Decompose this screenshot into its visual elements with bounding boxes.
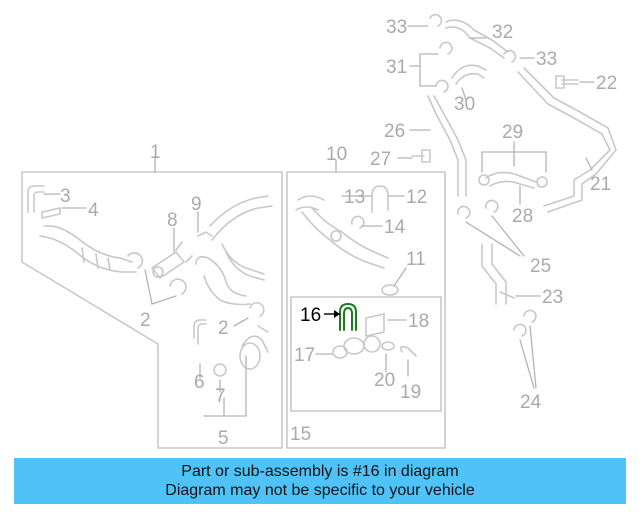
part-21-pipe (517, 67, 617, 213)
callout-33-right: 33 (536, 49, 557, 70)
leader-lines (43, 25, 595, 417)
part-27-bolt (411, 149, 431, 163)
callout-9: 9 (191, 194, 202, 215)
part-2-clamp-a (127, 252, 144, 269)
part-18-valve (363, 313, 385, 353)
part-33-clamp-a (429, 13, 443, 27)
callout-14: 14 (384, 217, 406, 238)
part-23-hose (481, 243, 515, 305)
callout-7: 7 (215, 386, 226, 407)
part-6-hose (193, 319, 207, 345)
callout-1: 1 (150, 142, 161, 163)
part-3-hose (27, 185, 45, 213)
callout-15: 15 (290, 424, 311, 445)
callout-10: 10 (326, 144, 347, 165)
callout-22: 22 (596, 73, 617, 94)
callout-24: 24 (520, 392, 542, 413)
callout-32: 32 (492, 22, 513, 43)
callout-13: 13 (344, 187, 365, 208)
callout-2-left: 2 (140, 310, 151, 331)
callout-33-top: 33 (386, 17, 407, 38)
part-11-oring (381, 284, 399, 296)
callout-23: 23 (542, 287, 563, 308)
callout-2-mid: 2 (218, 318, 229, 339)
part-2-clamp-b (169, 278, 187, 295)
callout-11: 11 (406, 249, 426, 270)
group-frame-1 (21, 171, 283, 449)
callout-6: 6 (194, 372, 205, 393)
part-25-clamp-a (457, 205, 471, 219)
part-24-clamp-b (523, 309, 537, 323)
part-2-clamp-c (249, 302, 265, 317)
callout-19: 19 (400, 382, 421, 403)
callout-3: 3 (60, 186, 71, 207)
callout-5: 5 (218, 428, 229, 449)
part-26-pipe (427, 95, 467, 197)
part-19-clip (400, 345, 417, 357)
main-coolant-hose (39, 224, 137, 273)
callout-27: 27 (370, 149, 391, 170)
part-13-hose (295, 195, 389, 269)
part-30-hose (451, 64, 487, 85)
part-28-hose (478, 171, 548, 189)
part-31-clamp-lower (435, 79, 449, 93)
callout-28: 28 (512, 206, 533, 227)
callout-18: 18 (408, 311, 429, 332)
info-banner: Part or sub-assembly is #16 in diagram D… (14, 458, 626, 504)
callout-29: 29 (502, 122, 523, 143)
callout-25: 25 (530, 256, 551, 277)
banner-line-1: Part or sub-assembly is #16 in diagram (181, 463, 459, 480)
callout-12: 12 (406, 187, 427, 208)
part-7-oring (213, 363, 227, 377)
part-22-bolt (555, 75, 579, 89)
callout-20: 20 (374, 370, 395, 391)
part-12-clip (371, 185, 389, 213)
part-16-highlight (339, 302, 357, 331)
part-9-upper-hose (197, 195, 273, 241)
lower-return-hose (195, 243, 265, 306)
part-20-oring (381, 341, 395, 351)
part-5-elbow (239, 325, 269, 370)
callout-16: 16 (300, 305, 321, 326)
part-17-housing (343, 337, 365, 355)
callout-labels: 1 3 4 8 9 2 2 6 7 5 10 13 12 14 11 18 17… (60, 17, 617, 449)
callout-26: 26 (384, 121, 405, 142)
callout-4: 4 (88, 200, 99, 221)
part-25-clamp-b (485, 199, 499, 213)
part-31-clamp-upper (439, 41, 453, 55)
group-frame-10 (286, 171, 446, 449)
part-8-connector (151, 241, 193, 279)
part-4-clamp (41, 207, 61, 219)
banner-line-2: Diagram may not be specific to your vehi… (165, 482, 475, 499)
part-24-clamp-a (513, 323, 527, 337)
callout-17: 17 (294, 345, 315, 366)
group-frame-15 (290, 296, 442, 412)
callout-31: 31 (386, 57, 407, 78)
callout-21: 21 (590, 174, 611, 195)
callout-30: 30 (454, 94, 475, 115)
leader-16-arrowhead (334, 310, 340, 318)
callout-8: 8 (167, 210, 178, 231)
part-33-clamp-b (503, 49, 517, 63)
